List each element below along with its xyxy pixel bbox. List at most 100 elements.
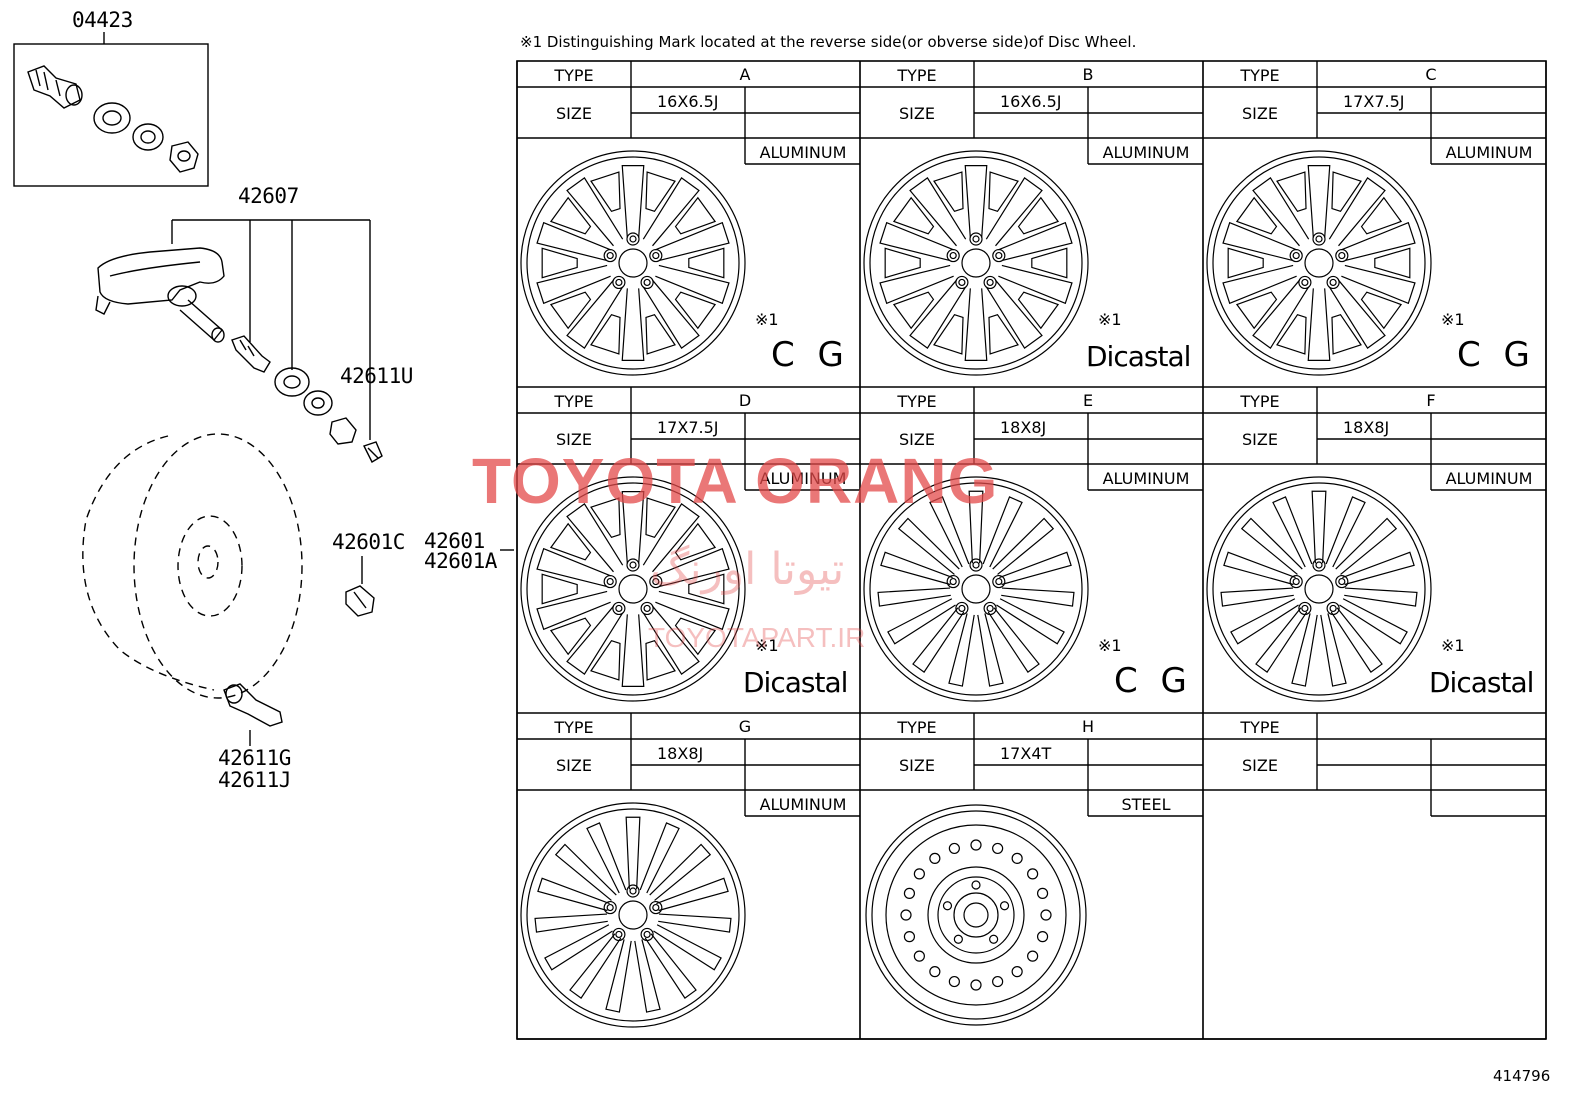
size-label: SIZE — [899, 104, 935, 123]
sensor-nut-icon — [329, 417, 357, 445]
wheel-cell-C[interactable]: TYPE SIZE C 17X7.5J ALUMINUM ※1 C G — [1202, 61, 1547, 388]
wheel-cell-blank[interactable]: TYPE SIZE — [1202, 713, 1547, 1040]
size-label: SIZE — [899, 756, 935, 775]
part-number-42611J[interactable]: 42611J — [218, 768, 291, 792]
valve-stem-icon — [27, 65, 83, 109]
mark-reference: ※1 — [1441, 310, 1465, 329]
size-label: SIZE — [556, 104, 592, 123]
mark-reference: ※1 — [755, 310, 779, 329]
material-value: ALUMINUM — [1446, 143, 1533, 162]
part-number-42601[interactable]: 42601 — [424, 529, 485, 553]
type-label: TYPE — [896, 392, 936, 411]
mark-reference: ※1 — [1441, 636, 1465, 655]
wheel-drawing-icon — [1206, 476, 1432, 702]
grommet-icon — [93, 102, 131, 134]
part-number-42611U[interactable]: 42611U — [340, 364, 413, 388]
type-value: F — [1426, 391, 1435, 410]
material-value: ALUMINUM — [760, 795, 847, 814]
valve-kit-box — [13, 43, 209, 187]
wheel-drawing-icon — [520, 150, 746, 376]
material-value: STEEL — [1121, 795, 1170, 814]
hub-nut-icon — [345, 585, 375, 617]
watermark-brand: TOYOTA ORANG — [472, 445, 999, 517]
size-value: 17X4T — [1000, 744, 1052, 763]
material-value: ALUMINUM — [1446, 469, 1533, 488]
material-value: ALUMINUM — [1103, 469, 1190, 488]
valve-cap-icon — [363, 441, 383, 463]
material-value: ALUMINUM — [760, 143, 847, 162]
maker-mark: Dicastal — [1429, 666, 1533, 699]
watermark-site: TOYOTAPART.IR — [648, 622, 866, 653]
size-value: 18X8J — [1343, 418, 1389, 437]
part-number-04423[interactable]: 04423 — [72, 8, 133, 32]
mark-reference: ※1 — [1098, 636, 1122, 655]
valve-stem-g-icon — [223, 683, 283, 727]
maker-mark: Dicastal — [743, 666, 847, 699]
mark-reference: ※1 — [755, 636, 779, 655]
type-value: D — [739, 391, 751, 410]
wheel-drawing-icon — [863, 476, 1089, 702]
part-number-42611G[interactable]: 42611G — [218, 746, 291, 770]
part-number-42601C[interactable]: 42601C — [332, 530, 405, 554]
type-label: TYPE — [553, 718, 593, 737]
type-label: TYPE — [1239, 66, 1279, 85]
maker-mark: Dicastal — [1086, 340, 1190, 373]
size-value: 16X6.5J — [1000, 92, 1061, 111]
wheel-drawing-icon — [863, 150, 1089, 376]
part-number-42601A[interactable]: 42601A — [424, 549, 497, 573]
size-value: 17X7.5J — [1343, 92, 1404, 111]
maker-mark: C G — [1457, 335, 1536, 375]
mark-reference: ※1 — [1098, 310, 1122, 329]
size-label: SIZE — [1242, 756, 1278, 775]
type-label: TYPE — [553, 66, 593, 85]
wheel-drawing-icon — [865, 804, 1087, 1026]
wheel-drawing-icon — [520, 476, 746, 702]
size-label: SIZE — [556, 430, 592, 449]
material-value: ALUMINUM — [1103, 143, 1190, 162]
type-value: E — [1083, 391, 1093, 410]
watermark-persian: تیوتا اورنگ — [650, 544, 845, 595]
type-value: G — [739, 717, 751, 736]
wheel-drawing-icon — [520, 802, 746, 1028]
washer-icon — [132, 123, 164, 151]
type-value: H — [1082, 717, 1094, 736]
parts-exploded-view — [13, 32, 514, 746]
maker-mark: C G — [771, 335, 850, 375]
type-label: TYPE — [896, 66, 936, 85]
size-label: SIZE — [1242, 430, 1278, 449]
tpms-sensor-icon — [95, 247, 225, 343]
valve-nut-icon — [169, 141, 199, 173]
size-label: SIZE — [1242, 104, 1278, 123]
type-label: TYPE — [896, 718, 936, 737]
part-number-42607[interactable]: 42607 — [238, 184, 299, 208]
wheel-cell-G[interactable]: TYPE SIZE G 18X8J ALUMINUM — [516, 713, 861, 1040]
size-value: 18X8J — [1000, 418, 1046, 437]
sensor-grommet-icon — [274, 367, 310, 397]
size-label: SIZE — [899, 430, 935, 449]
type-label: TYPE — [1239, 392, 1279, 411]
distinguishing-mark-note: ※1 Distinguishing Mark located at the re… — [520, 33, 1137, 51]
size-value: 17X7.5J — [657, 418, 718, 437]
wheel-cell-E[interactable]: TYPE SIZE E 18X8J ALUMINUM ※1 C G — [859, 387, 1204, 714]
type-label: TYPE — [1239, 718, 1279, 737]
type-label: TYPE — [553, 392, 593, 411]
diagram-number: 414796 — [1493, 1067, 1551, 1085]
size-value: 16X6.5J — [657, 92, 718, 111]
type-value: A — [740, 65, 751, 84]
type-value: B — [1083, 65, 1094, 84]
type-value: C — [1425, 65, 1436, 84]
material-value: ALUMINUM — [760, 469, 847, 488]
size-value: 18X8J — [657, 744, 703, 763]
wheel-cell-H[interactable]: TYPE SIZE H 17X4T STEEL — [859, 713, 1204, 1040]
wheel-cell-A[interactable]: TYPE SIZE A 16X6.5J ALUMINUM ※1 C G — [516, 61, 861, 388]
wheel-drawing-icon — [1206, 150, 1432, 376]
sensor-washer-icon — [303, 390, 333, 416]
size-label: SIZE — [556, 756, 592, 775]
tire-outline-icon — [82, 433, 303, 699]
valve-core-icon — [231, 335, 271, 373]
maker-mark: C G — [1114, 661, 1193, 701]
